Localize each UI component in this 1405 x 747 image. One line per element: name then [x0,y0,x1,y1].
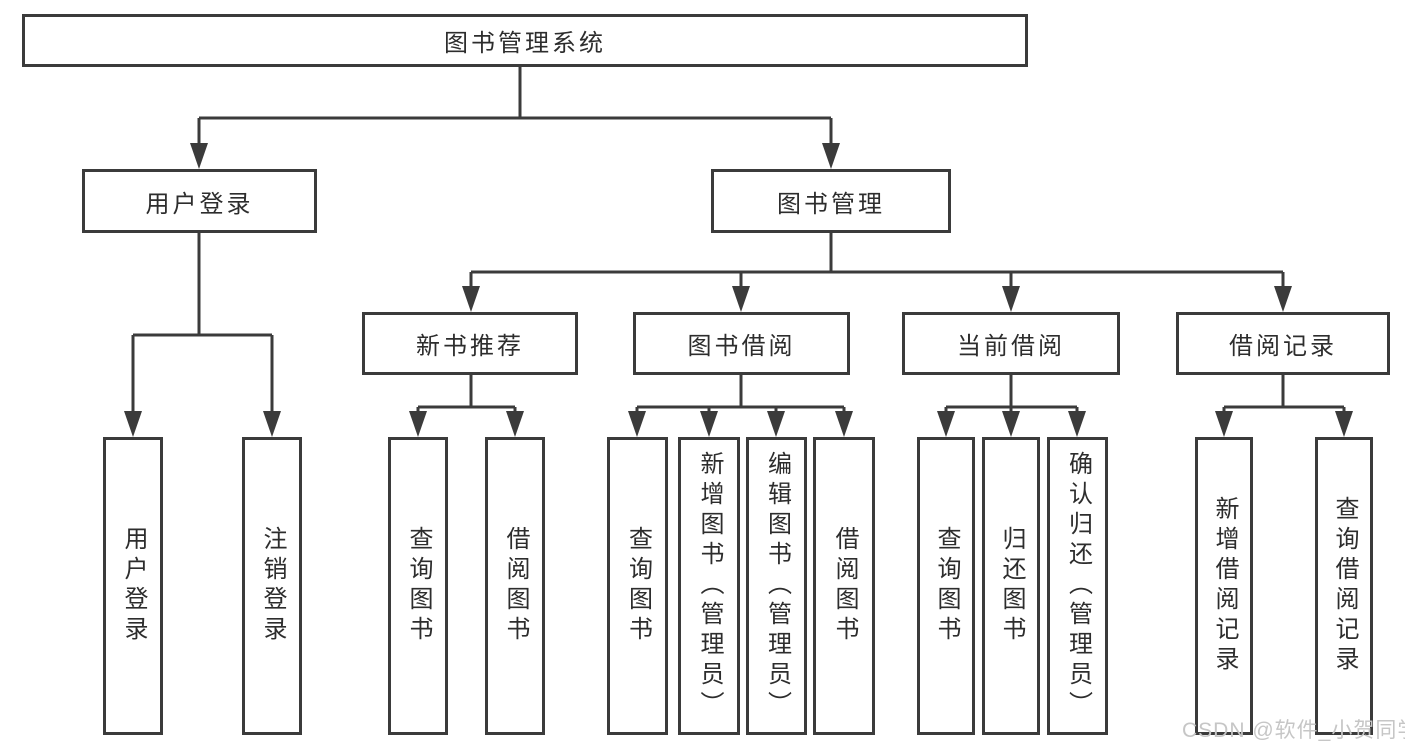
node-label: 当前借阅 [957,333,1065,360]
arrow-down-icon [628,411,646,437]
node-book-borrowing: 图书借阅 [633,312,850,375]
node-book-management-branch: 图书管理 [711,169,951,233]
leaf-confirm-return-admin: 确认归还（管理员） [1047,437,1108,735]
leaf-add-book-admin: 新增图书（管理员） [678,437,740,735]
arrow-down-icon [1335,411,1353,437]
connector-new-book-to-leaves [416,375,517,416]
leaf-borrow-book-borrowing: 借阅图书 [813,437,875,735]
arrow-down-icon [506,411,524,437]
arrow-down-icon [462,286,480,312]
arrow-down-icon [732,286,750,312]
leaf-return-book: 归还图书 [982,437,1040,735]
leaf-user-login: 用户登录 [103,437,163,735]
connector-book-borrow-to-leaves [635,375,846,416]
node-current-borrowing: 当前借阅 [902,312,1120,375]
node-label: 图书管理系统 [444,30,606,57]
node-label: 确认归还（管理员） [1064,451,1092,721]
node-user-login-branch: 用户登录 [82,169,317,233]
node-label: 借阅记录 [1229,333,1337,360]
node-label: 查询图书 [933,526,960,646]
node-label: 用户登录 [120,526,147,646]
arrow-down-icon [700,411,718,437]
leaf-query-borrow-record: 查询借阅记录 [1315,437,1373,735]
arrow-down-icon [1215,411,1233,437]
node-label: 查询图书 [624,526,652,646]
leaf-query-book-borrowing: 查询图书 [607,437,668,735]
arrow-down-icon [263,411,281,437]
arrowheads [124,143,1353,437]
leaf-query-book-recommend: 查询图书 [388,437,448,735]
node-label: 图书管理 [777,190,885,218]
connector-borrow-record-to-leaves [1222,375,1346,416]
arrow-down-icon [1002,411,1020,437]
node-label: 借阅图书 [831,526,858,646]
node-label: 归还图书 [998,526,1025,646]
arrow-down-icon [1274,286,1292,312]
leaf-borrow-book-recommend: 借阅图书 [485,437,545,735]
node-label: 借阅图书 [502,526,529,646]
leaf-edit-book-admin: 编辑图书（管理员） [746,437,807,735]
node-label: 新增图书（管理员） [696,451,723,721]
node-borrowing-records: 借阅记录 [1176,312,1390,375]
node-label: 编辑图书（管理员） [763,451,791,721]
node-label: 新增借阅记录 [1211,496,1238,676]
node-label: 用户登录 [145,190,254,218]
arrow-down-icon [767,411,785,437]
leaf-add-borrow-record: 新增借阅记录 [1195,437,1253,735]
arrow-down-icon [835,411,853,437]
leaf-logout-login: 注销登录 [242,437,302,735]
arrow-down-icon [822,143,840,169]
arrow-down-icon [937,411,955,437]
arrow-down-icon [1002,286,1020,312]
node-new-book-recommendation: 新书推荐 [362,312,578,375]
node-label: 查询借阅记录 [1331,496,1358,676]
arrow-down-icon [124,411,142,437]
node-label: 注销登录 [259,526,286,646]
node-label: 图书借阅 [687,333,796,360]
csdn-watermark: CSDN @软件_小贺同学 [1182,719,1405,742]
connector-user-login-to-leaves [131,233,274,416]
leaf-query-book-current: 查询图书 [917,437,975,735]
connector-cur-borrow-to-leaves [944,375,1079,416]
node-label: 新书推荐 [416,333,524,360]
connector-book-mgmt-to-modules [469,233,1285,290]
arrow-down-icon [190,143,208,169]
node-library-management-system: 图书管理系统 [22,14,1028,67]
arrow-down-icon [409,411,427,437]
arrow-down-icon [1068,411,1086,437]
node-label: 查询图书 [405,526,432,646]
connector-root-to-branches [197,67,833,146]
